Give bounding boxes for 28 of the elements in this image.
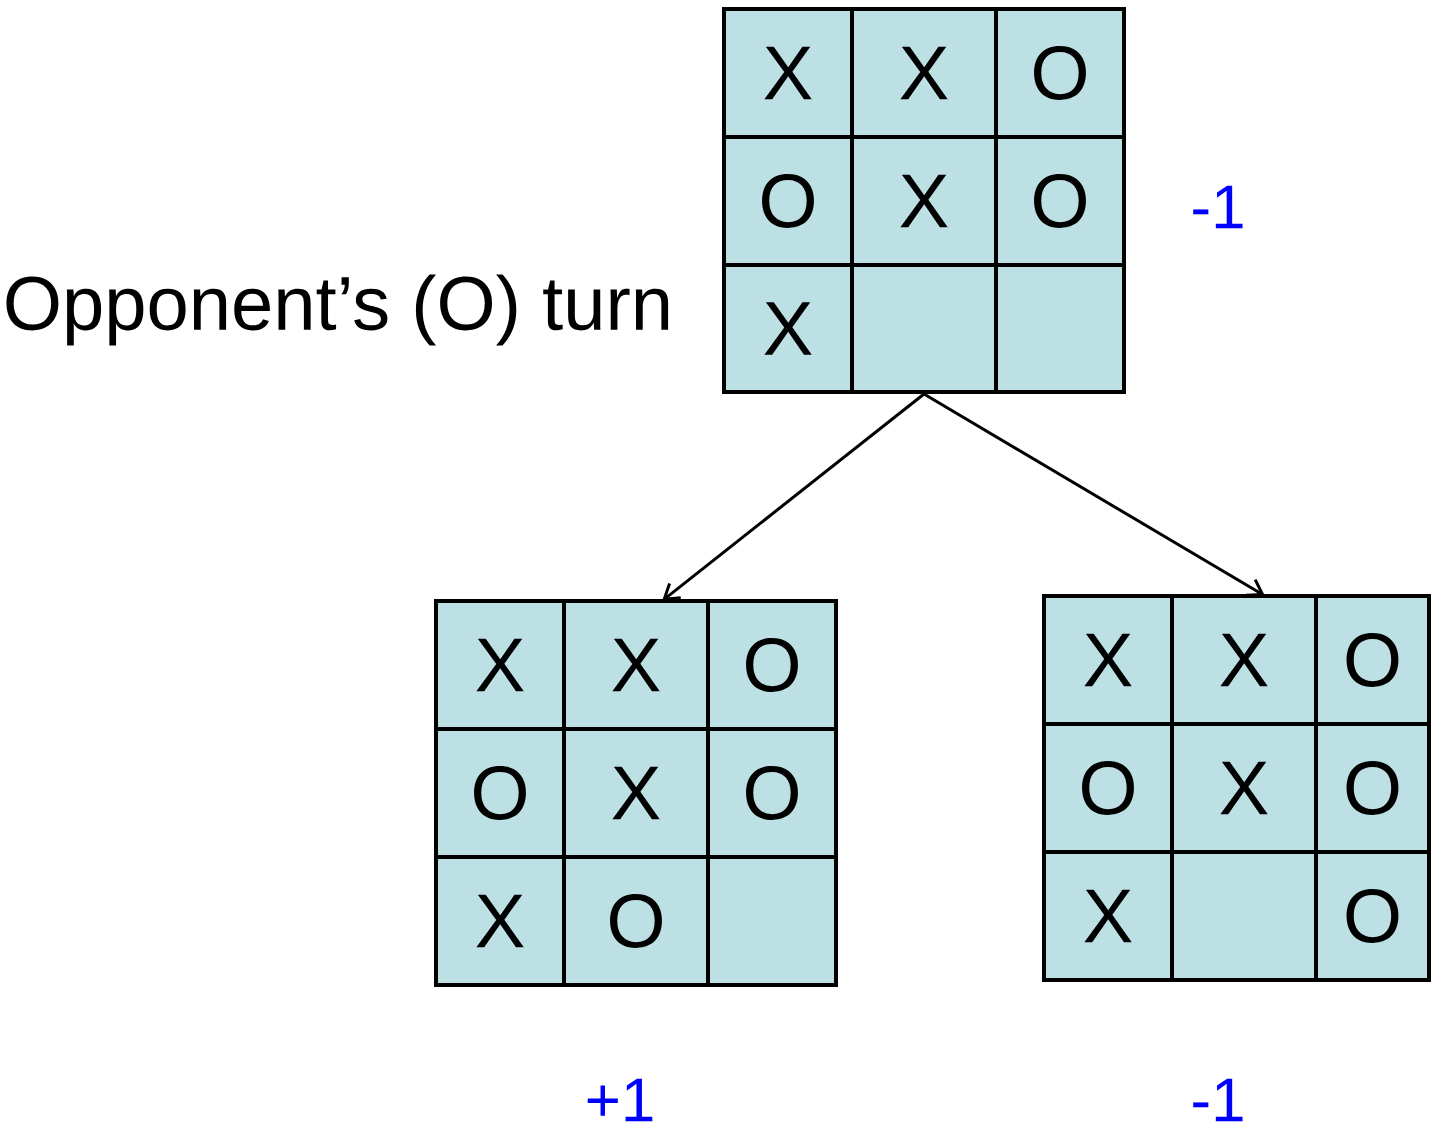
board-cell: X: [850, 7, 998, 139]
board-cell: X: [1042, 594, 1174, 726]
board-cell: X: [562, 599, 710, 731]
board-cell: X: [722, 263, 854, 394]
board-cell: O: [562, 855, 710, 987]
board-cell: X: [722, 7, 854, 139]
score-label: -1: [1193, 1078, 1243, 1122]
score-label: -1: [1193, 185, 1243, 229]
board-cell: X: [850, 135, 998, 267]
arrow: [923, 392, 1265, 597]
board-cell: X: [1170, 722, 1318, 854]
board-cell: O: [722, 135, 854, 267]
board-cell: [706, 855, 838, 987]
board-cell: O: [994, 135, 1126, 267]
board-cell: O: [1042, 722, 1174, 854]
turn-label: Opponent’s (O) turn: [6, 274, 669, 346]
board-cell: X: [562, 727, 710, 859]
board-cell: X: [1042, 850, 1174, 982]
board-cell: X: [1170, 594, 1318, 726]
board-cell: O: [994, 7, 1126, 139]
board-cell: O: [434, 727, 566, 859]
board-cell: X: [434, 855, 566, 987]
arrow: [662, 392, 925, 601]
board-cell: O: [706, 727, 838, 859]
score-label: +1: [587, 1078, 653, 1122]
board-cell: O: [706, 599, 838, 731]
board-cell: [994, 263, 1126, 394]
board-cell: X: [434, 599, 566, 731]
